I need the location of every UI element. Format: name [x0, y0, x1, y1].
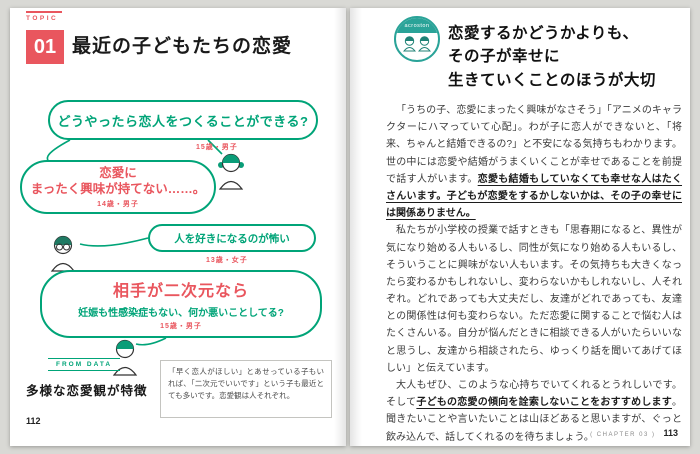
left-page-number: 112	[26, 416, 41, 426]
body-paragraph: 「うちの子、恋愛にまったく興味がなさそう」「アニメのキャラクターにハマっていて心…	[386, 105, 683, 220]
speech-bubble-3-attribution: 13歳・女子	[206, 257, 248, 264]
left-page: TOPIC 01 最近の子どもたちの恋愛 どうやったら恋人をつくることができる?…	[10, 8, 346, 446]
right-page-footer: ( CHAPTER 03 ) 113	[590, 428, 678, 438]
speech-bubble-1-attribution: 15歳・男子	[196, 144, 238, 151]
author-figures-icon	[396, 34, 438, 52]
body-paragraph: 私たちが小学校の授業で話すときも「思春期になると、異性が気になり始める人もいるし…	[386, 225, 682, 374]
topic-number-badge: 01	[26, 30, 64, 64]
from-data-note: 「早く恋人がほしい」とあせっている子もいれば、「二次元でいいです」という子も最近…	[160, 360, 332, 418]
speech-bubble-2-line1: 恋愛に	[99, 165, 137, 180]
speech-bubble-2-line2: まったく興味が持てない……。	[30, 182, 206, 196]
body-text: 「うちの子、恋愛にまったく興味がなさそう」「アニメのキャラクターにハマっていて心…	[386, 102, 682, 446]
speech-bubble-3-text: 人を好きになるのが怖い	[174, 232, 290, 245]
answer-title-line3: 生きていくことのほうが大切	[448, 71, 656, 89]
speech-bubble-3: 人を好きになるのが怖い	[148, 224, 316, 252]
author-badge: acroston	[394, 16, 440, 62]
speech-bubble-4-line1: 相手が二次元なら	[112, 283, 249, 300]
answer-title: 恋愛するかどうかよりも、 その子が幸せに 生きていくことのほうが大切	[448, 22, 684, 92]
author-badge-label: acroston	[396, 18, 438, 33]
avatar-girl-icon	[216, 152, 246, 195]
right-page: acroston 恋愛するかどうかよりも、 その子が幸せに 生きていくことのほう…	[350, 8, 690, 446]
speech-bubble-2: 恋愛に まったく興味が持てない……。 14歳・男子	[20, 160, 216, 214]
body-paragraph: 大人もぜひ、このような心持ちでいてくれるとうれしいです。そして子どもの恋愛の傾向…	[386, 380, 682, 443]
answer-title-line2: その子が幸せに	[448, 48, 561, 66]
from-data-heading: 多様な恋愛観が特徴	[26, 384, 148, 398]
page-title: 最近の子どもたちの恋愛	[72, 36, 293, 57]
topic-rule	[26, 11, 62, 13]
speech-bubble-4-line2: 妊娠も性感染症もない、何か悪いことしてる?	[78, 308, 284, 319]
from-data-label: FROM DATA	[48, 358, 120, 371]
speech-bubble-1-text: どうやったら恋人をつくることができる?	[57, 113, 309, 129]
speech-bubble-2-attribution: 14歳・男子	[97, 201, 139, 209]
chapter-label: ( CHAPTER 03 )	[590, 432, 656, 438]
answer-title-line1: 恋愛するかどうかよりも、	[448, 25, 639, 42]
speech-bubble-1: どうやったら恋人をつくることができる?	[48, 100, 318, 140]
avatar-boy-icon	[110, 338, 140, 381]
topic-label: TOPIC	[26, 15, 59, 22]
speech-bubble-4: 相手が二次元なら 妊娠も性感染症もない、何か悪いことしてる? 15歳・男子	[40, 270, 322, 338]
right-page-number: 113	[663, 428, 678, 438]
speech-bubble-4-attribution: 15歳・男子	[160, 323, 202, 330]
